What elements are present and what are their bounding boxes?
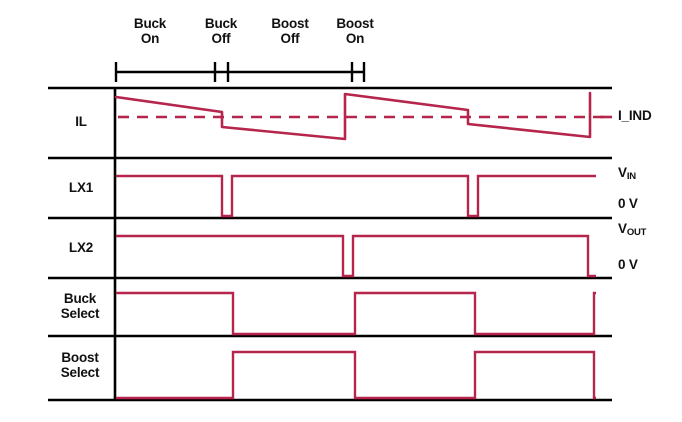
il-current-trace	[114, 91, 592, 141]
waveform-il	[114, 91, 612, 141]
row-label-buck-select: Buck Select	[45, 291, 115, 321]
right-label-v-in-text: V	[618, 165, 627, 180]
row-label-buck-select-line1: Buck	[63, 291, 97, 306]
lx1-trace	[116, 174, 596, 218]
phase-label-boost-off-line1: Boost	[271, 16, 309, 31]
row-label-boost-select-line1: Boost	[61, 350, 99, 365]
row-label-boost-select-line2: Select	[60, 365, 100, 380]
right-label-v-out: VOUT	[618, 221, 647, 238]
row-label-lx2: LX2	[48, 240, 114, 255]
right-label-v-in: VIN	[618, 165, 636, 182]
right-label-zero-v-lx2-text: 0 V	[618, 257, 638, 272]
right-label-v-in-sub: IN	[626, 171, 636, 182]
row-label-buck-select-line2: Select	[60, 306, 100, 321]
boost-select-trace	[116, 350, 596, 400]
lx2-trace	[116, 234, 596, 278]
phase-label-buck-on: Buck On	[120, 16, 180, 46]
phase-label-boost-on-line1: Boost	[336, 16, 374, 31]
row-label-lx1-line1: LX1	[68, 180, 94, 195]
phase-label-buck-on-line2: On	[140, 31, 160, 46]
row-label-lx1: LX1	[48, 180, 114, 195]
phase-label-boost-off: Boost Off	[256, 16, 324, 46]
right-label-v-out-text: V	[618, 221, 627, 236]
row-separators	[48, 86, 612, 402]
phase-label-buck-off: Buck Off	[191, 16, 251, 46]
row-label-il-line1: IL	[75, 114, 87, 129]
phase-label-buck-off-line2: Off	[211, 31, 231, 46]
right-label-zero-v-lx1-text: 0 V	[618, 196, 638, 211]
waveform-lx2	[116, 234, 596, 278]
phase-label-boost-on-line2: On	[345, 31, 365, 46]
right-label-zero-v-lx2: 0 V	[618, 257, 638, 272]
right-label-v-out-sub: OUT	[626, 227, 647, 238]
waveform-boost-select	[116, 350, 596, 400]
row-label-boost-select: Boost Select	[45, 350, 115, 380]
right-label-zero-v-lx1: 0 V	[618, 196, 638, 211]
phase-label-buck-off-line1: Buck	[204, 16, 238, 31]
row-label-il: IL	[48, 114, 114, 129]
right-label-i-ind-text: I_IND	[618, 108, 652, 123]
phase-marker-axis	[114, 62, 366, 82]
waveform-buck-select	[116, 291, 596, 336]
phase-label-boost-on: Boost On	[322, 16, 388, 46]
buck-select-trace	[116, 291, 596, 336]
phase-label-buck-on-line1: Buck	[133, 16, 167, 31]
phase-label-boost-off-line2: Off	[280, 31, 300, 46]
waveform-lx1	[116, 174, 596, 218]
row-label-lx2-line1: LX2	[68, 240, 94, 255]
right-label-i-ind: I_IND	[618, 108, 652, 123]
